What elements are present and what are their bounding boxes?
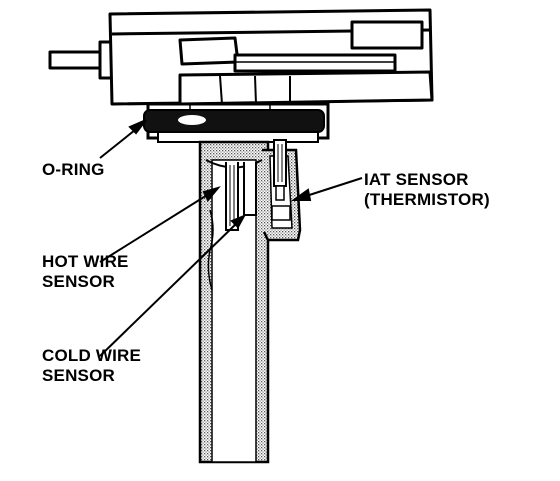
- oring-arrowhead: [128, 119, 147, 135]
- iat-sensor-housing: [262, 139, 302, 242]
- label-cold-wire-line-1: COLD WIRE: [42, 346, 142, 365]
- flange: [157, 131, 319, 143]
- label-iat-sensor: IAT SENSOR (THERMISTOR): [364, 170, 490, 210]
- cold-wire-leader: [99, 221, 239, 357]
- o-ring: [143, 109, 325, 133]
- cold-wire-element: [243, 162, 257, 216]
- leader-lines: [99, 119, 363, 357]
- label-hot-wire-line-2: SENSOR: [42, 272, 115, 291]
- label-iat-line-1: IAT SENSOR: [364, 170, 469, 189]
- connector-housing: [48, 8, 434, 106]
- label-iat-line-2: (THERMISTOR): [364, 190, 490, 209]
- label-cold-wire-sensor: COLD WIRE SENSOR: [42, 346, 141, 386]
- hot-wire-leader: [99, 191, 213, 263]
- hot-wire-arrowhead: [202, 186, 221, 202]
- hot-wire-element: [225, 162, 239, 231]
- label-hot-wire-line-1: HOT WIRE: [42, 252, 129, 271]
- label-cold-wire-line-2: SENSOR: [42, 366, 115, 385]
- iat-arrowhead: [290, 188, 312, 201]
- label-o-ring: O-RING: [42, 160, 105, 179]
- iat-leader: [299, 177, 363, 199]
- cold-wire-arrowhead: [230, 213, 247, 229]
- label-hot-wire-sensor: HOT WIRE SENSOR: [42, 252, 129, 292]
